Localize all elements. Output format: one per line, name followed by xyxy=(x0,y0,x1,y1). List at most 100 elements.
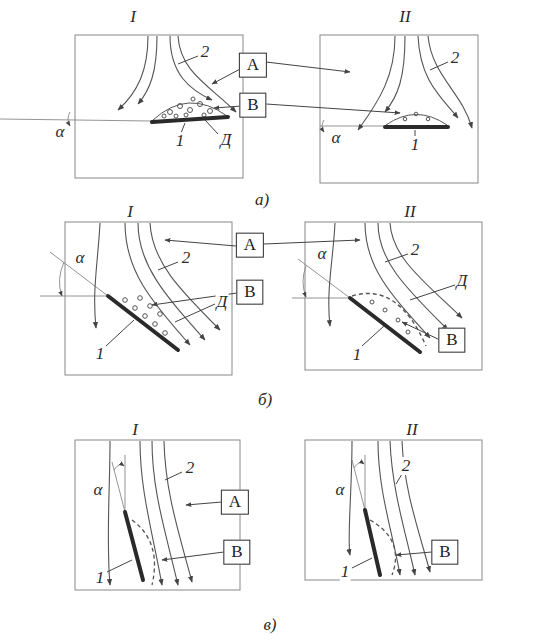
angle-symbol: α xyxy=(335,481,346,499)
leader-line xyxy=(162,552,224,560)
leader-line xyxy=(106,240,455,346)
separation-zone xyxy=(406,330,410,334)
separation-zone xyxy=(352,293,426,346)
panel-frame xyxy=(65,222,482,375)
box-text: A xyxy=(229,493,241,512)
streamline xyxy=(118,36,148,110)
separation-zone xyxy=(153,322,158,327)
streamline xyxy=(349,441,352,555)
leader-line xyxy=(410,285,455,300)
leader-line xyxy=(178,56,448,136)
streamline xyxy=(150,223,220,330)
reference-line xyxy=(68,112,70,126)
reference-line xyxy=(320,126,385,127)
streamline xyxy=(95,223,100,328)
streamline xyxy=(378,223,448,330)
box-text: B xyxy=(247,96,258,115)
reference-line xyxy=(298,259,350,298)
separation-zone xyxy=(202,113,206,117)
panel-frame xyxy=(65,222,232,375)
subfigure-label: в) xyxy=(262,616,277,634)
reference-line xyxy=(352,460,365,510)
separation-zone xyxy=(426,117,430,121)
leader-line xyxy=(178,56,198,64)
streamline xyxy=(329,223,335,326)
angle-symbol: α xyxy=(75,249,86,267)
zone-letter-box: A xyxy=(221,490,249,515)
leader-line xyxy=(186,502,222,505)
panel-frame xyxy=(75,440,240,590)
separation-zone xyxy=(383,308,387,312)
leader-line xyxy=(385,254,408,262)
leader-line xyxy=(158,262,178,270)
separation-zone xyxy=(143,314,148,319)
separation-zone xyxy=(148,304,153,309)
separation-zone xyxy=(168,110,173,115)
leader-line xyxy=(402,322,440,340)
separation-zone xyxy=(396,318,400,322)
callout-number: 2 xyxy=(185,459,196,477)
callout-number: 2 xyxy=(200,43,211,61)
streamline xyxy=(140,441,162,585)
separation-zone xyxy=(184,113,188,117)
separation-zone xyxy=(163,331,168,336)
angle-symbol: α xyxy=(331,129,342,147)
leader-line xyxy=(106,320,134,346)
reference-line xyxy=(40,296,108,297)
box-text: B xyxy=(439,543,450,562)
streamline xyxy=(365,223,430,338)
leader-line xyxy=(362,326,384,346)
leader-line xyxy=(107,472,432,572)
angle-symbol: α xyxy=(317,245,328,263)
panel-frame xyxy=(75,35,478,183)
leader-line xyxy=(212,68,242,84)
streamline xyxy=(428,36,472,128)
panel-numeral: II xyxy=(398,8,411,26)
leader-line xyxy=(396,474,402,484)
callout-number: 1 xyxy=(95,345,106,363)
panel-frame xyxy=(305,440,482,580)
reference-line xyxy=(112,455,365,512)
callout-number: 1 xyxy=(340,563,351,581)
plate xyxy=(125,510,380,580)
separation-zone xyxy=(138,296,143,301)
panel-numeral: I xyxy=(126,203,134,221)
streamline xyxy=(178,36,236,112)
separation-zone xyxy=(174,114,178,118)
panel-numeral: I xyxy=(129,8,137,26)
zone-letter: Д xyxy=(456,272,469,290)
streamline xyxy=(138,36,157,104)
box-text: A xyxy=(247,56,259,75)
angle-symbol: α xyxy=(55,123,66,141)
separation-zone xyxy=(178,104,183,109)
reference-line xyxy=(40,252,350,298)
leader-line xyxy=(266,104,400,113)
callout-number: 2 xyxy=(450,49,461,67)
box-text: A xyxy=(244,236,256,255)
streamline xyxy=(385,36,405,112)
leader-line xyxy=(430,62,448,70)
streamline xyxy=(358,36,395,130)
streamline xyxy=(108,441,430,585)
zone-letter-box: B xyxy=(431,540,458,565)
reference-line xyxy=(322,120,324,132)
angle-symbol: α xyxy=(93,481,104,499)
streamline xyxy=(390,223,462,318)
reference-line xyxy=(292,298,350,299)
reference-line xyxy=(303,266,306,297)
plate xyxy=(108,296,178,350)
panel-numeral: II xyxy=(403,203,416,221)
separation-zone xyxy=(132,520,396,585)
box-text: B xyxy=(231,543,242,562)
plate xyxy=(365,510,380,575)
separation-zone xyxy=(162,114,166,118)
separation-zone xyxy=(191,97,195,101)
zone-letter-box: B xyxy=(236,280,263,305)
zone-letter: Д xyxy=(216,293,229,311)
plate xyxy=(152,117,228,122)
panel-numeral: I xyxy=(131,421,139,439)
plate xyxy=(385,125,448,129)
separation-zone xyxy=(188,108,193,113)
leader-line xyxy=(175,304,215,322)
